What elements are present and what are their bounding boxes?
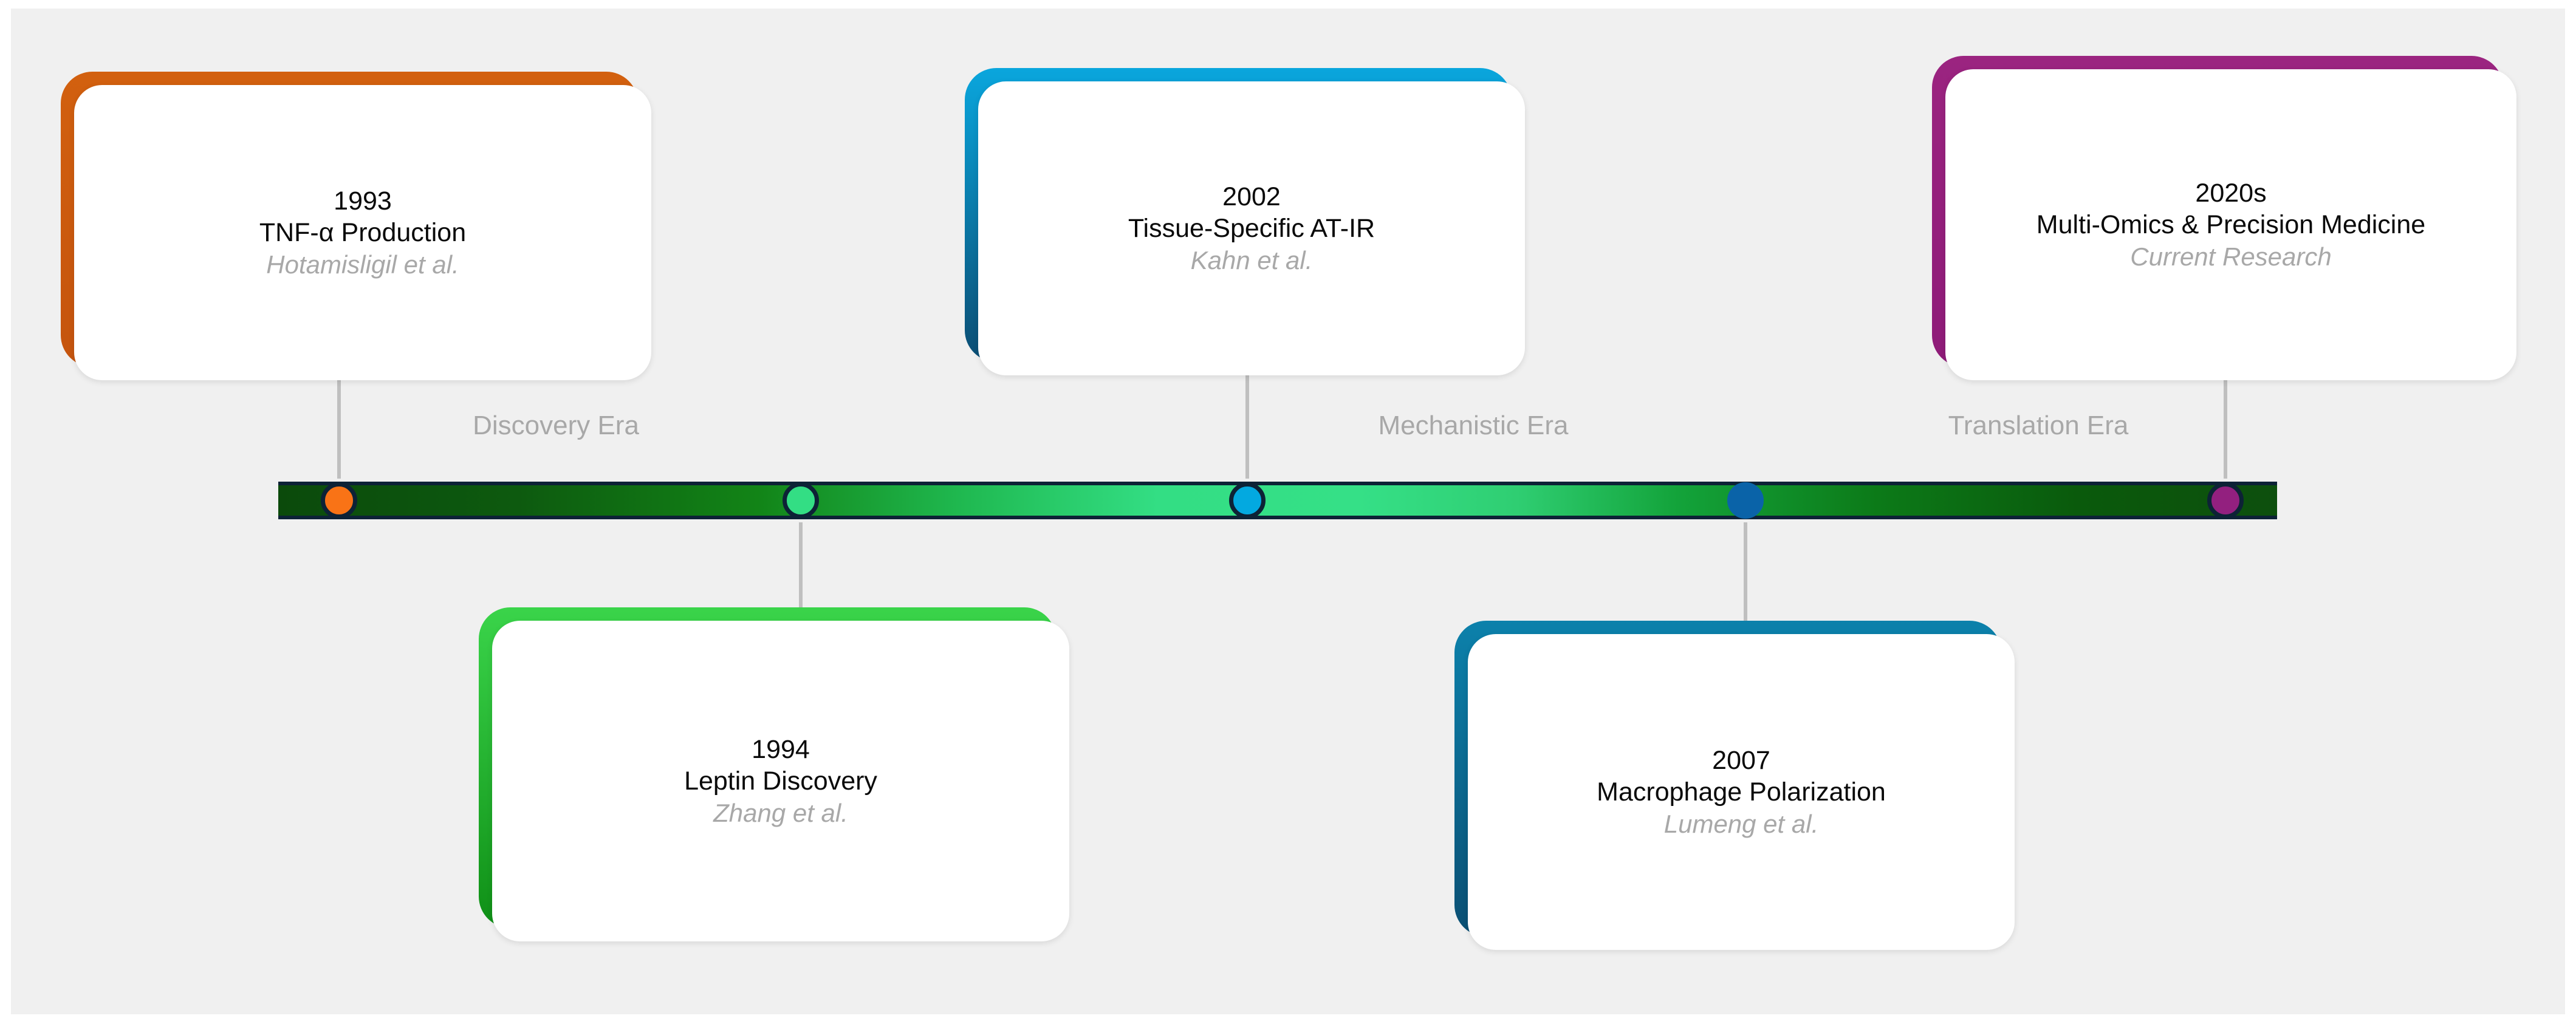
event-year: 2002 xyxy=(1222,182,1281,211)
era-label: Discovery Era xyxy=(473,411,639,440)
event-title: Multi-Omics & Precision Medicine xyxy=(2036,210,2426,240)
card-connector-line xyxy=(799,522,803,607)
timeline-track-fill xyxy=(278,485,2277,516)
timeline-track xyxy=(278,482,2277,519)
era-label: Translation Era xyxy=(1948,411,2129,440)
event-title: Tissue-Specific AT-IR xyxy=(1128,214,1375,244)
timeline-marker[interactable] xyxy=(783,482,819,519)
event-title: TNF-α Production xyxy=(259,218,467,248)
event-year: 2020s xyxy=(2195,178,2267,208)
event-title: Leptin Discovery xyxy=(684,766,877,796)
card-connector-line xyxy=(1245,375,1249,479)
card-connector-line xyxy=(337,380,341,479)
card-connector-line xyxy=(1744,522,1747,621)
timeline-marker[interactable] xyxy=(1229,482,1266,519)
event-subtitle: Kahn et al. xyxy=(1190,245,1313,275)
event-year: 1994 xyxy=(752,734,810,764)
event-subtitle: Lumeng et al. xyxy=(1663,809,1819,838)
timeline-marker[interactable] xyxy=(321,482,357,519)
event-year: 1993 xyxy=(334,186,392,216)
event-subtitle: Current Research xyxy=(2130,242,2332,271)
event-title: Macrophage Polarization xyxy=(1597,777,1886,807)
event-year: 2007 xyxy=(1712,745,1770,775)
event-subtitle: Hotamisligil et al. xyxy=(266,250,459,279)
timeline-marker[interactable] xyxy=(2207,482,2244,519)
timeline-marker[interactable] xyxy=(1727,482,1764,519)
era-label: Mechanistic Era xyxy=(1378,411,1569,440)
event-subtitle: Zhang et al. xyxy=(713,798,848,827)
card-connector-line xyxy=(2224,380,2227,479)
